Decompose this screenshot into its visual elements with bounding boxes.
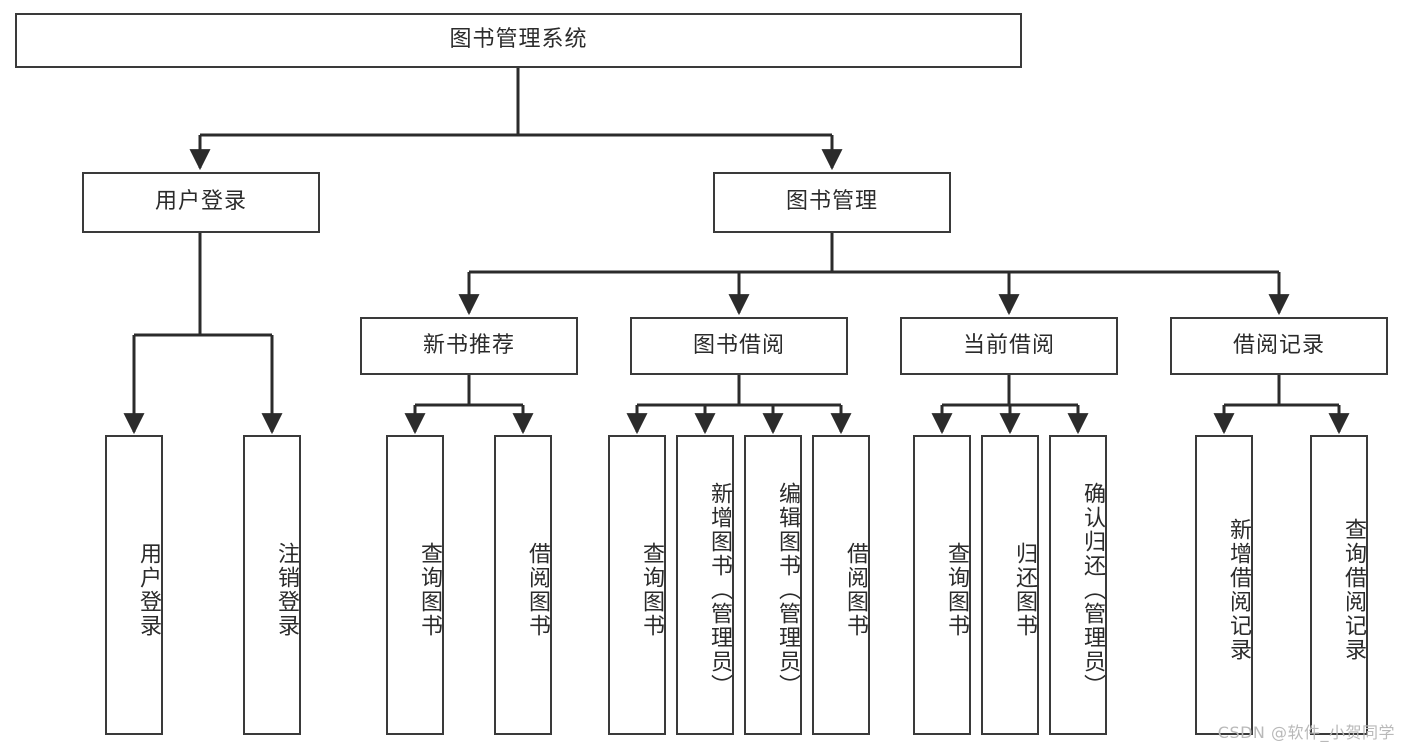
node-label: 图书借阅	[692, 332, 785, 358]
leaf-current-borrow-return[interactable]: 归还图书	[981, 435, 1039, 735]
leaf-borrow-record-add[interactable]: 新增借阅记录	[1195, 435, 1253, 735]
node-current-borrow[interactable]: 当前借阅	[900, 317, 1118, 375]
leaf-borrow-record-query[interactable]: 查询借阅记录	[1310, 435, 1368, 735]
node-user-login[interactable]: 用户登录	[82, 172, 320, 233]
leaf-new-book-query[interactable]: 查询图书	[386, 435, 444, 735]
node-label: 查询图书	[944, 542, 969, 638]
leaf-book-borrow-edit-admin[interactable]: 编辑图书（管理员）	[744, 435, 802, 735]
node-label: 注销登录	[274, 542, 299, 638]
node-label: 新书推荐	[422, 332, 515, 358]
node-root-book-management-system[interactable]: 图书管理系统	[15, 13, 1022, 68]
node-label: 用户登录	[136, 542, 161, 638]
node-label: 编辑图书（管理员）	[775, 482, 800, 698]
leaf-new-book-borrow[interactable]: 借阅图书	[494, 435, 552, 735]
node-label: 借阅记录	[1232, 332, 1325, 358]
node-book-management[interactable]: 图书管理	[713, 172, 951, 233]
leaf-user-login-login[interactable]: 用户登录	[105, 435, 163, 735]
node-label: 新增图书（管理员）	[707, 482, 732, 698]
csdn-watermark: CSDN @软件_小贺同学	[1217, 723, 1395, 742]
node-label: 新增借阅记录	[1226, 518, 1251, 662]
node-label: 查询借阅记录	[1341, 518, 1366, 662]
leaf-current-borrow-confirm-admin[interactable]: 确认归还（管理员）	[1049, 435, 1107, 735]
node-label: 借阅图书	[525, 542, 550, 638]
node-borrow-record[interactable]: 借阅记录	[1170, 317, 1388, 375]
node-label: 当前借阅	[962, 332, 1055, 358]
node-book-borrow[interactable]: 图书借阅	[630, 317, 848, 375]
leaf-book-borrow-borrow[interactable]: 借阅图书	[812, 435, 870, 735]
leaf-book-borrow-query[interactable]: 查询图书	[608, 435, 666, 735]
node-label: 图书管理	[785, 189, 878, 215]
node-label: 用户登录	[154, 189, 247, 215]
node-new-book-recommend[interactable]: 新书推荐	[360, 317, 578, 375]
node-label: 查询图书	[417, 542, 442, 638]
node-label: 确认归还（管理员）	[1080, 482, 1105, 698]
node-label: 归还图书	[1012, 542, 1037, 638]
leaf-current-borrow-query[interactable]: 查询图书	[913, 435, 971, 735]
leaf-user-login-logout[interactable]: 注销登录	[243, 435, 301, 735]
node-label: 图书管理系统	[449, 27, 588, 53]
node-label: 借阅图书	[843, 542, 868, 638]
node-label: 查询图书	[639, 542, 664, 638]
leaf-book-borrow-add-admin[interactable]: 新增图书（管理员）	[676, 435, 734, 735]
